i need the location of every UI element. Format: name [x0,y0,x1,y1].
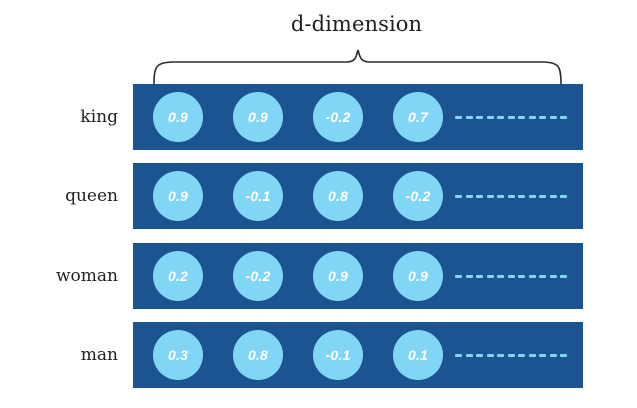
ellipsis-dash [528,274,536,278]
ellipsis-dash [497,115,504,119]
ellipsis-dash [465,115,473,119]
ellipsis-dash [507,115,515,119]
ellipsis-dash [465,353,473,357]
embedding-cell: 0.9 [313,251,363,301]
embedding-cell: 0.8 [233,330,283,380]
row-label-woman: woman [56,266,118,286]
embedding-cell: 0.8 [313,171,363,221]
embedding-row-woman: woman 0.2 -0.2 0.9 0.9 [0,243,637,309]
ellipsis-dash [507,274,515,278]
ellipsis-dash [539,194,546,198]
embedding-row-king: king 0.9 0.9 -0.2 0.7 [0,84,637,150]
ellipsis-dash [528,353,536,357]
ellipsis-dash [549,353,557,357]
ellipsis-dash [455,115,462,119]
embedding-cell: -0.2 [233,251,283,301]
ellipsis-dash [476,115,483,119]
ellipsis-dash [455,274,462,278]
ellipsis-dash [476,353,483,357]
embedding-cell: 0.1 [393,330,443,380]
vector-bar-woman: 0.2 -0.2 0.9 0.9 [133,243,583,309]
ellipsis-dash [486,274,494,278]
embedding-row-queen: queen 0.9 -0.1 0.8 -0.2 [0,163,637,229]
ellipsis-dash [528,115,536,119]
ellipsis-dash [560,353,567,357]
ellipsis-icon [455,350,567,360]
ellipsis-dash [560,274,567,278]
embedding-cell: -0.2 [313,92,363,142]
embedding-cell: 0.9 [153,171,203,221]
ellipsis-dash [549,115,557,119]
row-label-king: king [80,107,118,127]
ellipsis-dash [507,353,515,357]
ellipsis-dash [507,194,515,198]
vector-bar-man: 0.3 0.8 -0.1 0.1 [133,322,583,388]
ellipsis-dash [455,353,462,357]
ellipsis-dash [539,274,546,278]
ellipsis-dash [539,115,546,119]
ellipsis-dash [486,115,494,119]
ellipsis-dash [528,194,536,198]
embedding-row-man: man 0.3 0.8 -0.1 0.1 [0,322,637,388]
embedding-cell: 0.9 [393,251,443,301]
ellipsis-dash [518,115,525,119]
ellipsis-dash [465,274,473,278]
ellipsis-dash [497,353,504,357]
embedding-cell: -0.1 [313,330,363,380]
ellipsis-dash [497,274,504,278]
ellipsis-icon [455,271,567,281]
vector-bar-queen: 0.9 -0.1 0.8 -0.2 [133,163,583,229]
ellipsis-dash [539,353,546,357]
ellipsis-dash [486,194,494,198]
vector-bar-king: 0.9 0.9 -0.2 0.7 [133,84,583,150]
embedding-cell: 0.3 [153,330,203,380]
row-label-queen: queen [65,186,118,206]
ellipsis-dash [560,115,567,119]
ellipsis-icon [455,191,567,201]
embedding-cell: 0.2 [153,251,203,301]
ellipsis-dash [476,274,483,278]
ellipsis-dash [518,353,525,357]
embedding-cell: 0.7 [393,92,443,142]
embedding-cell: 0.9 [153,92,203,142]
dimension-brace-icon [153,49,562,86]
ellipsis-dash [497,194,504,198]
embedding-cell: -0.2 [393,171,443,221]
ellipsis-dash [560,194,567,198]
ellipsis-dash [518,194,525,198]
dimension-title: d-dimension [290,12,423,36]
row-label-man: man [80,345,118,365]
ellipsis-dash [518,274,525,278]
ellipsis-dash [549,274,557,278]
ellipsis-dash [465,194,473,198]
ellipsis-dash [455,194,462,198]
embedding-cell: -0.1 [233,171,283,221]
ellipsis-dash [486,353,494,357]
ellipsis-dash [476,194,483,198]
embedding-cell: 0.9 [233,92,283,142]
ellipsis-dash [549,194,557,198]
ellipsis-icon [455,112,567,122]
